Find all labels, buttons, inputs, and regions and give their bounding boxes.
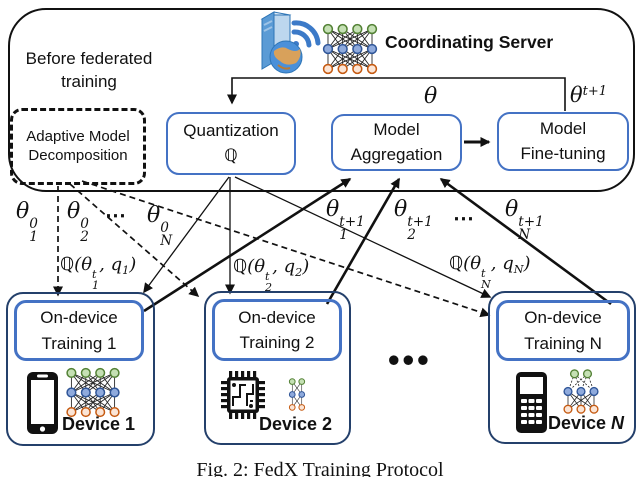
device2-label: Device 2 <box>259 414 333 434</box>
label-init-ellipsis: ⋯ <box>105 204 127 227</box>
server-icon <box>260 11 321 74</box>
device2-neural-network-icon <box>288 378 306 411</box>
model-finetuning-box: Model Fine-tuning <box>497 112 629 171</box>
deviceN-label: Device N <box>548 413 625 433</box>
figure-caption: Fig. 2: FedX Training Protocol <box>196 459 444 477</box>
device1-label: Device 1 <box>62 414 136 434</box>
quantization-label: Quantization <box>183 120 279 140</box>
server-container-box <box>8 8 635 192</box>
quantization-to-deviceN-arrow <box>234 176 492 298</box>
theta-feedback-line <box>227 77 566 111</box>
server-title: Coordinating Server <box>385 32 554 52</box>
device1-neural-network-icon <box>66 367 120 418</box>
smartphone-icon <box>27 372 58 434</box>
amd-to-deviceN-dashed-arrow <box>81 180 491 318</box>
quantization-box: Quantization ℚ <box>166 112 296 175</box>
deviceN-training-box: On-device Training N <box>496 300 630 361</box>
deviceN-to-aggregation-arrow <box>439 177 612 306</box>
amd-to-device2-dashed-arrow <box>69 183 200 297</box>
device1-training-box: On-device Training 1 <box>14 300 144 361</box>
before-training-note: Before federated training <box>25 49 153 91</box>
device2-training-box: On-device Training 2 <box>212 299 342 361</box>
deviceN-panel <box>488 291 636 444</box>
server-neural-network-icon <box>322 23 378 75</box>
label-theta: θ <box>424 84 438 109</box>
model-aggregation-box: Model Aggregation <box>331 114 462 171</box>
chip-icon <box>221 371 265 419</box>
device2-panel <box>204 291 351 445</box>
adaptive-model-decomposition-box: Adaptive Model Decomposition <box>10 108 146 185</box>
device2-to-aggregation-arrow <box>325 177 401 305</box>
quantization-symbol: ℚ <box>224 145 238 165</box>
label-updated-ellipsis: ⋯ <box>453 207 475 230</box>
devices-ellipsis: ••• <box>388 341 432 378</box>
deviceN-neural-network-icon <box>563 369 599 414</box>
quantization-to-device1-arrow <box>143 176 230 294</box>
feature-phone-icon <box>516 372 547 433</box>
device1-to-aggregation-arrow <box>143 177 352 313</box>
device1-panel <box>6 292 155 446</box>
